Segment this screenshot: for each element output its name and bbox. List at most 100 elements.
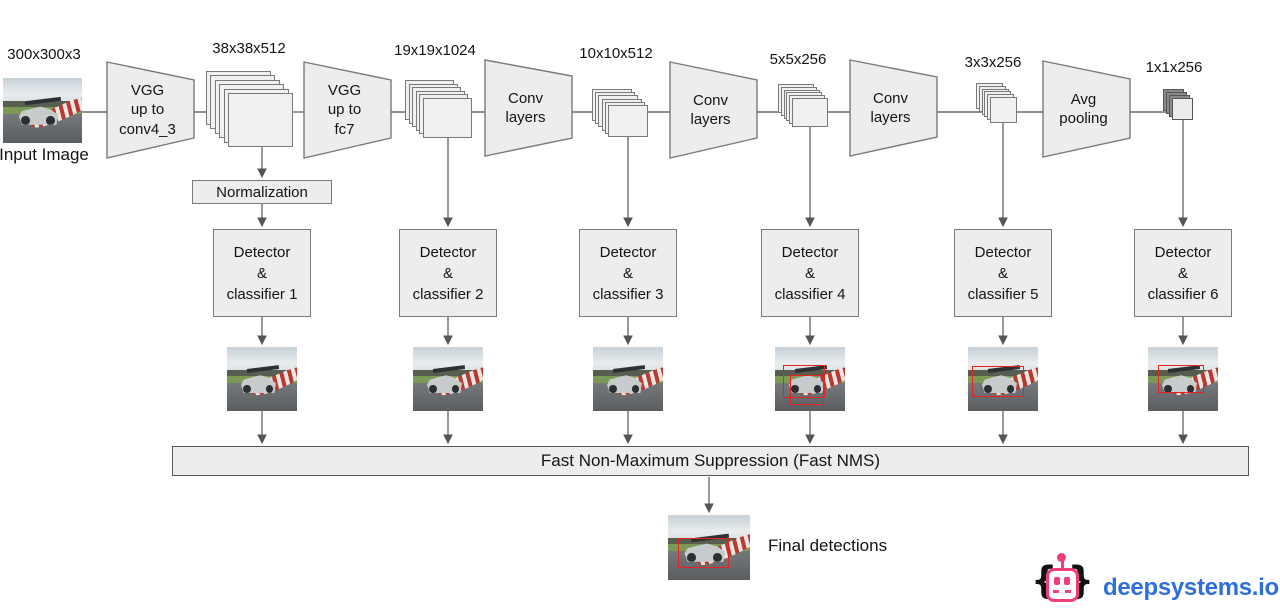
featuremap-dims-label-5: 3x3x256: [964, 54, 1022, 71]
photo-sky: [593, 347, 663, 371]
final-detections-image: [668, 515, 750, 580]
deepsystems-logo-icon: { }: [1031, 553, 1095, 609]
detector-classifier-2: Detector & classifier 2: [399, 229, 497, 317]
block-label: fc7: [334, 120, 355, 138]
block-label: Conv: [507, 89, 544, 107]
photo-treeline: [3, 101, 82, 108]
scale-image-2: [413, 347, 483, 411]
detector-label: &: [804, 264, 815, 282]
block-label: conv4_3: [119, 120, 176, 138]
detection-box: [972, 366, 1024, 397]
photo-sky: [227, 347, 297, 371]
featuremap-layer: [792, 98, 828, 127]
detector-label: &: [442, 264, 453, 282]
input-image-caption: Input Image: [0, 145, 89, 164]
deepsystems-logo-text: deepsystems.io: [1103, 574, 1279, 601]
robot-eye: [1054, 577, 1060, 585]
photo-sky: [1148, 347, 1218, 371]
input-image: [3, 78, 82, 143]
photo-car: [1162, 375, 1197, 394]
detector-label: classifier 3: [592, 285, 664, 303]
photo-sky: [775, 347, 845, 371]
photo-car: [18, 106, 59, 125]
photo-sky: [3, 78, 82, 102]
photo-treeline: [227, 370, 297, 376]
normalization-box: Normalization: [192, 180, 332, 204]
scale-image-1: [227, 347, 297, 411]
detector-label: classifier 2: [412, 285, 484, 303]
block-label: Conv: [872, 89, 909, 107]
nms-bar: Fast Non-Maximum Suppression (Fast NMS): [172, 446, 1249, 476]
detector-label: Detector: [599, 243, 657, 261]
robot-antenna: [1061, 561, 1064, 569]
featuremap-dims-label-1: 38x38x512: [212, 40, 286, 57]
detector-classifier-5: Detector & classifier 5: [954, 229, 1052, 317]
detector-label: &: [997, 264, 1008, 282]
photo-treeline: [593, 370, 663, 376]
detector-classifier-1: Detector & classifier 1: [213, 229, 311, 317]
featuremap-layer: [423, 98, 472, 138]
photo-sky: [668, 515, 750, 539]
block-label: layers: [690, 111, 731, 128]
detector-label: Detector: [781, 243, 839, 261]
detector-label: Detector: [1154, 243, 1212, 261]
block-label: up to: [130, 101, 165, 119]
nms-label: Fast Non-Maximum Suppression (Fast NMS): [540, 451, 881, 470]
featuremap-layer: [608, 105, 648, 137]
detector-label: Detector: [419, 243, 477, 261]
photo-treeline: [775, 370, 845, 376]
block-label: layers: [505, 109, 546, 126]
block-conv-layers-1: Conv layers: [484, 59, 573, 157]
block-conv-layers-2: Conv layers: [669, 61, 758, 159]
featuremap-layer: [228, 93, 293, 147]
photo-car: [427, 375, 462, 394]
photo-car: [607, 375, 642, 394]
detection-box: [790, 375, 824, 405]
featuremap-dims-label-6: 1x1x256: [1145, 59, 1203, 76]
photo-sky: [968, 347, 1038, 371]
photo-treeline: [968, 370, 1038, 376]
featuremap-layer: [990, 97, 1017, 123]
featuremap-layer: [1172, 98, 1193, 120]
normalization-label: Normalization: [216, 183, 308, 201]
detection-box: [1157, 364, 1204, 394]
block-label: VGG: [130, 81, 165, 99]
robot-mouth: [1053, 590, 1071, 593]
detector-label: Detector: [974, 243, 1032, 261]
detector-classifier-4: Detector & classifier 4: [761, 229, 859, 317]
detector-label: classifier 5: [967, 285, 1039, 303]
scale-image-5: [968, 347, 1038, 411]
detection-box: [783, 364, 826, 399]
photo-treeline: [413, 370, 483, 376]
detector-label: Detector: [233, 243, 291, 261]
final-detections-label: Final detections: [768, 536, 888, 555]
photo-car: [684, 543, 726, 562]
scale-image-6: [1148, 347, 1218, 411]
block-label: Conv: [692, 91, 729, 109]
detector-classifier-6: Detector&classifier 6: [1134, 229, 1232, 317]
robot-head-icon: [1046, 568, 1079, 602]
photo-car: [982, 375, 1017, 394]
robot-eye: [1064, 577, 1070, 585]
detector-classifier-3: Detector & classifier 3: [579, 229, 677, 317]
detector-label: classifier 6: [1147, 285, 1219, 303]
detector-label: &: [622, 264, 633, 282]
detection-box: [677, 538, 729, 569]
photo-treeline: [1148, 370, 1218, 376]
featuremap-dims-label-2: 19x19x1024: [394, 42, 476, 59]
detector-label: classifier 1: [226, 285, 298, 303]
scale-image-3: [593, 347, 663, 411]
block-label: layers: [870, 109, 911, 126]
block-label: Avg: [1070, 90, 1097, 108]
featuremap-dims-label-3: 10x10x512: [579, 45, 653, 62]
detector-label: classifier 4: [774, 285, 846, 303]
block-label: pooling: [1059, 110, 1108, 127]
detector-label: &: [256, 264, 267, 282]
block-conv-layers-3: Conv layers: [849, 59, 938, 157]
input-dims-label: 300x300x3: [7, 46, 81, 63]
block-label: VGG: [327, 81, 362, 99]
block-avg-pooling: Avg pooling: [1042, 60, 1131, 158]
